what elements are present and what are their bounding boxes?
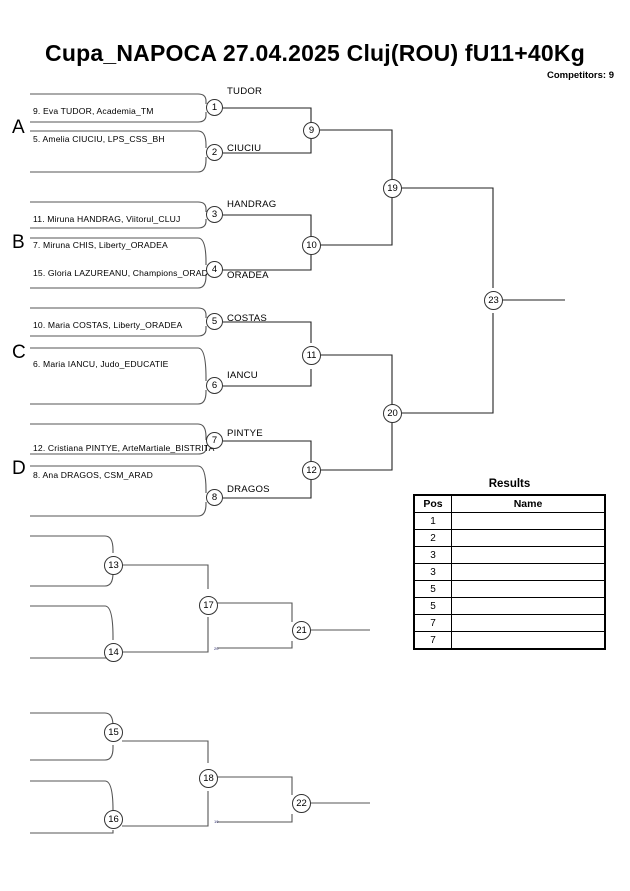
results-row: 7 <box>413 631 606 650</box>
results-row-position: 1 <box>413 512 452 530</box>
results-row: 3 <box>413 546 606 564</box>
bout-2[interactable]: 2 <box>206 144 223 161</box>
results-row-position: 3 <box>413 546 452 564</box>
winner-label-bout-2: CIUCIU <box>227 143 262 154</box>
results-row: 5 <box>413 580 606 598</box>
bout-17[interactable]: 17 <box>199 596 218 615</box>
winner-label-bout-8: DRAGOS <box>227 484 270 495</box>
bout-11[interactable]: 11 <box>302 346 321 365</box>
feed-marker-bout-21: 20 <box>214 646 219 651</box>
competitor-entry-6[interactable]: 10. Maria COSTAS, Liberty_ORADEA <box>33 320 183 330</box>
competitor-entry-3[interactable]: 11. Miruna HANDRAG, Viitorul_CLUJ <box>33 214 181 224</box>
bout-23[interactable]: 23 <box>484 291 503 310</box>
results-column-pos: Pos <box>413 494 452 513</box>
results-title: Results <box>488 478 531 490</box>
winner-label-bout-3: HANDRAG <box>227 199 277 210</box>
results-row-position: 7 <box>413 631 452 650</box>
bout-14[interactable]: 14 <box>104 643 123 662</box>
bout-19[interactable]: 19 <box>383 179 402 198</box>
competitor-entry-5[interactable]: 15. Gloria LAZUREANU, Champions_ORADEA <box>33 268 220 278</box>
bout-4[interactable]: 4 <box>206 261 223 278</box>
bout-9[interactable]: 9 <box>303 122 320 139</box>
bout-22[interactable]: 22 <box>292 794 311 813</box>
results-row: 7 <box>413 614 606 632</box>
pool-label-c: C <box>12 342 26 363</box>
results-row-name[interactable] <box>451 512 606 530</box>
results-row-name[interactable] <box>451 597 606 615</box>
pool-label-d: D <box>12 458 26 479</box>
winner-label-bout-5: COSTAS <box>227 313 267 324</box>
results-row-name[interactable] <box>451 546 606 564</box>
results-row-position: 7 <box>413 614 452 632</box>
results-row-position: 2 <box>413 529 452 547</box>
results-row-position: 5 <box>413 597 452 615</box>
winner-label-bout-4: ORADEA <box>227 270 269 281</box>
bout-3[interactable]: 3 <box>206 206 223 223</box>
winner-label-bout-6: IANCU <box>227 370 258 381</box>
results-row: 2 <box>413 529 606 547</box>
bout-18[interactable]: 18 <box>199 769 218 788</box>
competitor-entry-1[interactable]: 9. Eva TUDOR, Academia_TM <box>33 106 154 116</box>
results-row: 5 <box>413 597 606 615</box>
results-row-name[interactable] <box>451 631 606 650</box>
results-row-name[interactable] <box>451 614 606 632</box>
bout-6[interactable]: 6 <box>206 377 223 394</box>
bout-7[interactable]: 7 <box>206 432 223 449</box>
bout-12[interactable]: 12 <box>302 461 321 480</box>
pool-label-a: A <box>12 117 25 138</box>
results-row-position: 5 <box>413 580 452 598</box>
bout-8[interactable]: 8 <box>206 489 223 506</box>
bout-10[interactable]: 10 <box>302 236 321 255</box>
competitor-entry-8[interactable]: 12. Cristiana PINTYE, ArteMartiale_BISTR… <box>33 443 215 453</box>
results-header-row: Pos Name <box>413 494 606 513</box>
results-row-name[interactable] <box>451 529 606 547</box>
competitor-entry-7[interactable]: 6. Maria IANCU, Judo_EDUCATIE <box>33 359 169 369</box>
page-title: Cupa_NAPOCA 27.04.2025 Cluj(ROU) fU11+40… <box>45 40 585 66</box>
winner-label-bout-7: PINTYE <box>227 428 263 439</box>
competitor-entry-4[interactable]: 7. Miruna CHIS, Liberty_ORADEA <box>33 240 168 250</box>
bout-15[interactable]: 15 <box>104 723 123 742</box>
bout-21[interactable]: 21 <box>292 621 311 640</box>
pool-label-b: B <box>12 232 25 253</box>
bout-5[interactable]: 5 <box>206 313 223 330</box>
bout-13[interactable]: 13 <box>104 556 123 575</box>
competitor-entry-2[interactable]: 5. Amelia CIUCIU, LPS_CSS_BH <box>33 134 165 144</box>
results-row-name[interactable] <box>451 563 606 581</box>
results-row-name[interactable] <box>451 580 606 598</box>
competitor-entry-9[interactable]: 8. Ana DRAGOS, CSM_ARAD <box>33 470 153 480</box>
results-row: 3 <box>413 563 606 581</box>
results-row-position: 3 <box>413 563 452 581</box>
bout-20[interactable]: 20 <box>383 404 402 423</box>
feed-marker-bout-22: 19 <box>214 819 219 824</box>
results-column-name: Name <box>451 494 606 513</box>
bout-1[interactable]: 1 <box>206 99 223 116</box>
winner-label-bout-1: TUDOR <box>227 86 263 97</box>
bout-16[interactable]: 16 <box>104 810 123 829</box>
results-row: 1 <box>413 512 606 530</box>
competitors-count: Competitors: 9 <box>546 70 614 81</box>
